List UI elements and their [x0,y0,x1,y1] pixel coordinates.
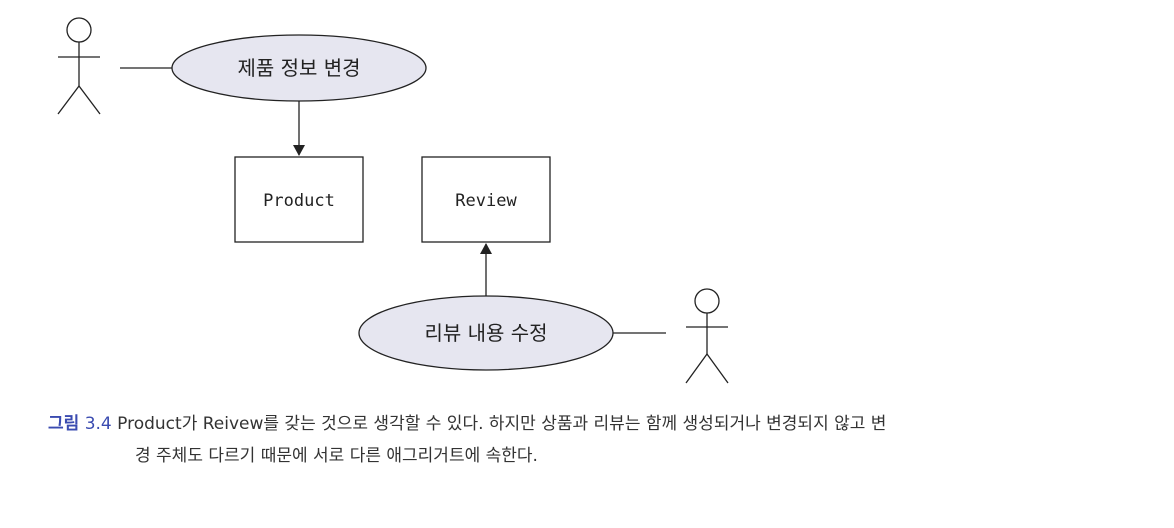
caption-line-1: 그림 3.4 Product가 Reivew를 갖는 것으로 생각할 수 있다.… [48,408,1148,440]
entity-product-label: Product [263,191,335,211]
caption-line-2: 경 주체도 다르기 때문에 서로 다른 애그리거트에 속한다. [48,440,1148,472]
entity-review: Review [421,156,551,243]
figure-label: 그림 [48,414,80,434]
use-case-review-content-edit-label: 리뷰 내용 수정 [424,321,547,345]
use-case-product-info-change-label: 제품 정보 변경 [237,56,360,80]
use-case-review-content-edit: 리뷰 내용 수정 [358,295,614,371]
caption-text-line-2: 경 주체도 다르기 때문에 서로 다른 애그리거트에 속한다. [135,446,538,466]
entity-product: Product [234,156,364,243]
figure-caption: 그림 3.4 Product가 Reivew를 갖는 것으로 생각할 수 있다.… [48,408,1148,472]
actor-bottom-right [685,288,729,384]
use-case-product-info-change: 제품 정보 변경 [171,34,427,102]
actor-top-left [57,17,101,115]
caption-text-line-1: Product가 Reivew를 갖는 것으로 생각할 수 있다. 하지만 상품… [117,414,887,434]
entity-review-label: Review [455,191,517,211]
use-case-diagram: 제품 정보 변경 Product Review 리뷰 내용 수정 [57,17,729,384]
figure-number: 3.4 [84,414,112,434]
